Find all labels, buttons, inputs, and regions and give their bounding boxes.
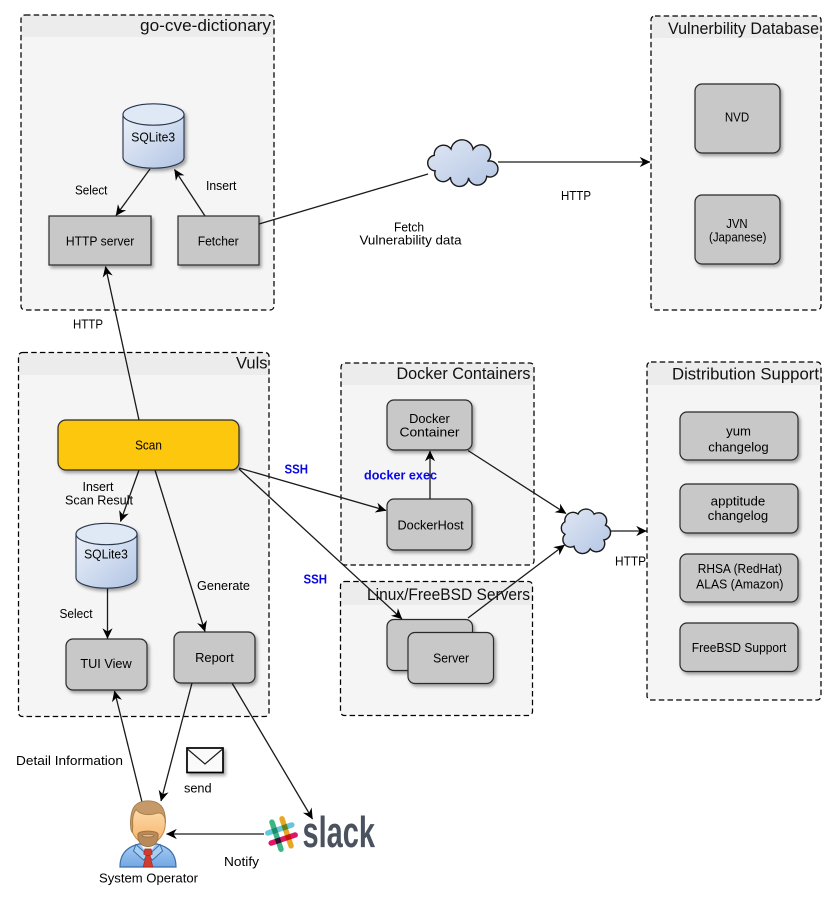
svg-text:RHSA (RedHat): RHSA (RedHat) (698, 561, 782, 576)
svg-text:Distribution Support: Distribution Support (672, 366, 819, 384)
svg-text:Vulnerability data: Vulnerability data (360, 233, 463, 248)
svg-text:yum: yum (726, 423, 751, 438)
svg-text:JVN: JVN (726, 216, 747, 231)
svg-text:HTTP server: HTTP server (66, 233, 135, 248)
svg-text:Generate: Generate (197, 578, 250, 593)
svg-text:HTTP: HTTP (561, 188, 591, 203)
svg-text:Select: Select (75, 182, 108, 197)
svg-text:Insert: Insert (83, 479, 114, 494)
svg-text:DockerHost: DockerHost (398, 518, 465, 533)
svg-text:SSH: SSH (304, 572, 328, 587)
svg-text:docker exec: docker exec (364, 468, 437, 483)
svg-text:SSH: SSH (285, 462, 309, 477)
svg-text:Scan Result: Scan Result (65, 493, 133, 508)
svg-text:Container: Container (400, 424, 461, 439)
svg-text:Vulnerbility Database: Vulnerbility Database (668, 20, 819, 38)
svg-text:Detail Information: Detail Information (16, 753, 123, 768)
svg-text:Notify: Notify (224, 854, 260, 869)
svg-text:(Japanese): (Japanese) (709, 230, 766, 245)
svg-text:FreeBSD Support: FreeBSD Support (692, 640, 787, 655)
svg-text:Fetcher: Fetcher (198, 233, 240, 248)
svg-text:HTTP: HTTP (615, 554, 646, 569)
svg-text:send: send (184, 781, 212, 796)
svg-text:Insert: Insert (206, 178, 237, 193)
svg-text:go-cve-dictionary: go-cve-dictionary (140, 17, 272, 35)
svg-text:changelog: changelog (708, 440, 768, 455)
svg-text:Docker: Docker (409, 411, 450, 426)
svg-text:Linux/FreeBSD Servers: Linux/FreeBSD Servers (367, 586, 530, 604)
svg-text:NVD: NVD (725, 110, 749, 125)
svg-text:apptitude: apptitude (711, 493, 766, 508)
svg-text:Docker Containers: Docker Containers (397, 365, 531, 383)
svg-text:SQLite3: SQLite3 (131, 130, 175, 145)
svg-text:slack: slack (303, 808, 376, 857)
svg-text:Report: Report (195, 650, 234, 665)
svg-text:HTTP: HTTP (73, 317, 103, 332)
svg-text:Scan: Scan (135, 438, 162, 453)
svg-text:Select: Select (60, 606, 93, 621)
svg-text:Server: Server (433, 650, 470, 665)
svg-text:Fetch: Fetch (394, 220, 424, 235)
svg-text:System Operator: System Operator (99, 871, 199, 886)
svg-text:SQLite3: SQLite3 (84, 547, 128, 562)
svg-text:TUI View: TUI View (80, 656, 132, 671)
svg-text:ALAS (Amazon): ALAS (Amazon) (696, 577, 783, 592)
svg-text:Vuls: Vuls (236, 355, 268, 373)
svg-text:changelog: changelog (708, 508, 768, 523)
